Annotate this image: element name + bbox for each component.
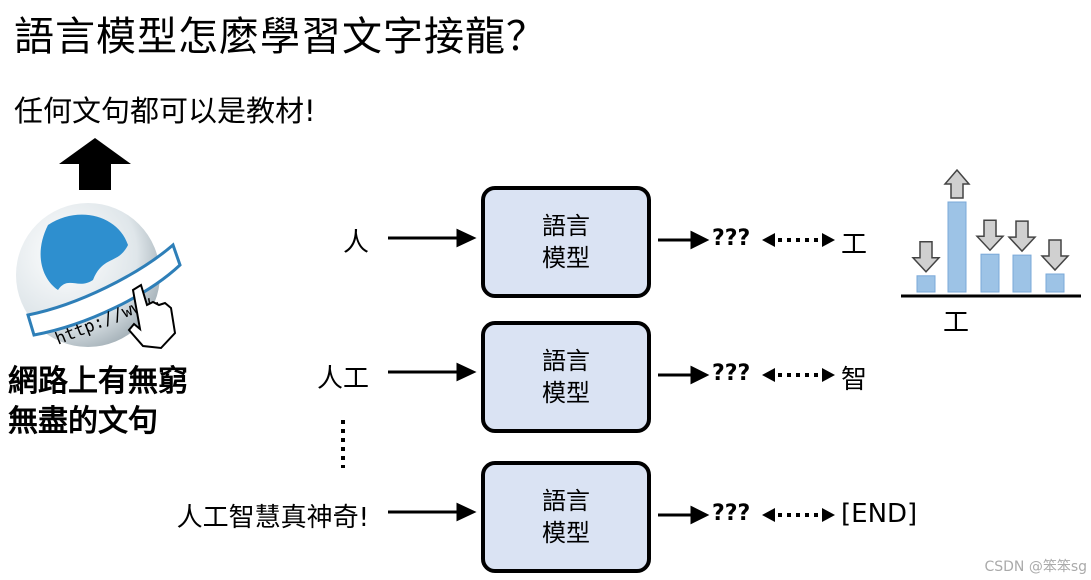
- input-text-3: 人工智慧真神奇!: [176, 503, 369, 533]
- target-token-2: 智: [841, 365, 868, 395]
- language-model-box-1: 語言模型: [481, 186, 651, 298]
- bar: [1045, 273, 1065, 293]
- language-model-box-3: 語言模型: [481, 461, 651, 573]
- globe-icon: http://www.: [16, 203, 182, 350]
- up-arrow-icon: [943, 168, 971, 199]
- watermark: CSDN @笨笨sg: [984, 559, 1087, 575]
- target-token-1: 工: [841, 230, 868, 260]
- input-text-2: 人工: [316, 364, 369, 394]
- input-text-1: 人: [342, 228, 369, 258]
- distribution-chart: [901, 168, 1081, 298]
- down-arrow-icon: [975, 219, 1005, 252]
- bar: [980, 253, 1000, 293]
- bar: [947, 201, 967, 293]
- target-token-3: [END]: [841, 499, 918, 529]
- down-arrow-icon: [1040, 239, 1070, 272]
- slide-title: 語言模型怎麼學習文字接龍？: [14, 14, 547, 60]
- output-unknown-2: ???: [712, 361, 751, 386]
- down-arrow-icon: [911, 241, 941, 273]
- up-arrow-icon: [59, 138, 131, 190]
- subtitle: 任何文句都可以是教材!: [14, 94, 316, 128]
- bar: [1012, 254, 1032, 293]
- caption: 網路上有無窮 無盡的文句: [8, 362, 188, 442]
- caption-line-2: 無盡的文句: [8, 404, 158, 439]
- caption-line-1: 網路上有無窮: [8, 364, 188, 399]
- bar: [916, 275, 936, 293]
- distribution-label: 工: [943, 308, 970, 338]
- output-unknown-3: ???: [712, 501, 751, 526]
- output-unknown-1: ???: [712, 226, 751, 251]
- down-arrow-icon: [1007, 220, 1037, 253]
- language-model-box-2: 語言模型: [481, 321, 651, 433]
